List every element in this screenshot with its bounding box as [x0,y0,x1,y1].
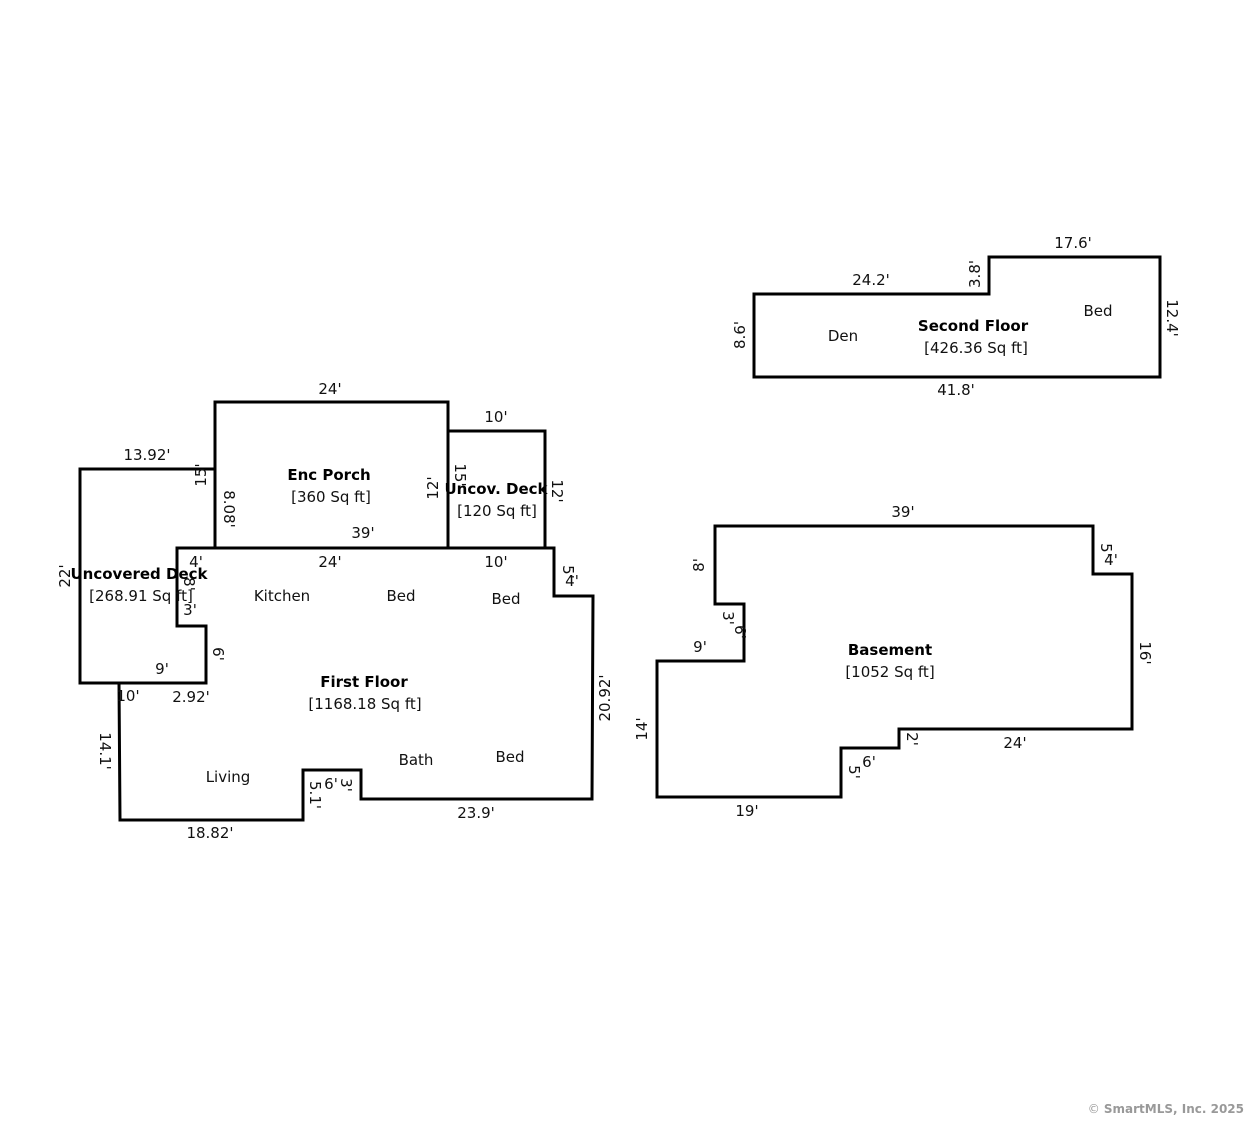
dim-label: 3.8' [966,260,984,288]
dim-label: 24.2' [852,271,890,289]
uncovered-deck-area: [268.91 Sq ft] [89,587,193,605]
dim-label: 16' [1136,641,1154,664]
room-bed-1: Bed [386,587,415,605]
dim-label: 6' [324,775,338,793]
second-floor-area: [426.36 Sq ft] [924,339,1028,357]
uncov-deck-area: [120 Sq ft] [457,502,537,520]
dim-label: 8' [180,577,198,591]
dim-label: 3' [719,611,737,625]
dim-label: 24' [318,380,341,398]
first-floor-area: [1168.18 Sq ft] [308,695,421,713]
dim-label: 3' [183,601,197,619]
room-den: Den [828,327,858,345]
dim-label: 12.4' [1163,299,1181,337]
dim-label: 24' [318,553,341,571]
second-floor-outline [752,255,1162,379]
uncov-deck-title: Uncov. Deck [444,480,548,498]
dim-label: 5' [1097,543,1115,557]
room-bed-2: Bed [491,590,520,608]
dim-label: 10' [484,553,507,571]
dim-label: 15' [451,463,469,486]
copyright-watermark: © SmartMLS, Inc. 2025 [1088,1102,1244,1116]
dim-label: 23.9' [457,804,495,822]
dim-label: 5' [845,765,863,779]
basement-title: Basement [848,641,932,659]
dim-label: 20.92' [596,674,614,721]
uncovered-deck-outline [78,467,215,685]
dim-label: 13.92' [123,446,170,464]
dim-label: 2' [903,732,921,746]
dim-label: 41.8' [937,381,975,399]
dim-label: 12' [424,476,442,499]
basement-outline [655,524,1134,799]
dim-label: 15' [192,463,210,486]
dim-label: 22' [56,564,74,587]
dim-label: 5.1' [306,781,324,809]
room-bath: Bath [399,751,434,769]
first-floor-title: First Floor [320,673,408,691]
dim-label: 14.1' [96,732,114,770]
room-bed-upstairs: Bed [1083,302,1112,320]
dim-label: 14' [633,717,651,740]
dim-label: 12' [548,479,566,502]
enc-porch-title: Enc Porch [287,466,370,484]
dim-label: 4' [189,553,203,571]
dim-label: 19' [735,802,758,820]
dim-label: 4' [1104,551,1118,569]
dim-label: 3' [337,778,355,792]
dim-label: 39' [891,503,914,521]
room-bed-3: Bed [495,748,524,766]
room-living: Living [206,768,251,786]
room-kitchen: Kitchen [254,587,310,605]
dim-label: 4' [565,572,579,590]
dim-label: 6' [209,647,227,661]
dim-label: 6' [862,753,876,771]
first-floor-outline [117,546,595,822]
dim-label: 2.92' [172,688,210,706]
dim-label: 10' [116,687,139,705]
second-floor-title: Second Floor [918,317,1029,335]
enc-porch-area: [360 Sq ft] [291,488,371,506]
dim-label: 39' [351,524,374,542]
dim-label: 9' [155,660,169,678]
dim-label: 5' [559,565,577,579]
dim-label: 18.82' [186,824,233,842]
dim-label: 8.08' [220,490,238,528]
dim-label: 17.6' [1054,234,1092,252]
dim-label: 9' [693,638,707,656]
copyright-icon: © [1087,1102,1100,1116]
copyright-text: SmartMLS, Inc. 2025 [1103,1102,1244,1116]
dim-label: 10' [484,408,507,426]
dim-label: 6' [731,625,749,639]
basement-area: [1052 Sq ft] [845,663,934,681]
dim-label: 8' [690,558,708,572]
dim-label: 8.6' [731,321,749,349]
dim-label: 24' [1003,734,1026,752]
uncovered-deck-title: Uncovered Deck [70,565,208,583]
